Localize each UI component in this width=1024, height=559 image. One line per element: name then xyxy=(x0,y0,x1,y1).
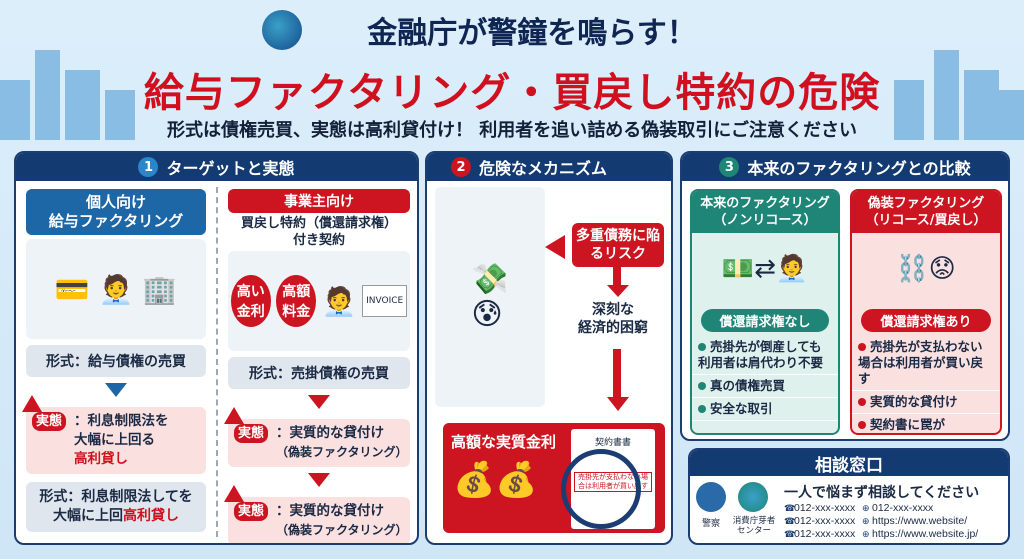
high-interest-box: 高額な実質金利 💰💰 契約書書 売掛先が支払わない場合は利用者が買い戻す xyxy=(443,423,665,533)
arrow-down-icon xyxy=(308,395,330,409)
web-list[interactable]: ⊕012-xxx-xxxx⊕https://www.website/⊕https… xyxy=(862,502,979,540)
multiple-debt-risk: 多重債務に陥るリスク xyxy=(572,223,664,267)
business-owner-illustration: 高い金利高額料金🧑‍💼INVOICE xyxy=(228,251,410,351)
section-comparison: 3 本来のファクタリングとの比較 本来のファクタリング（ノンリコース） 💵⇄🧑‍💼… xyxy=(680,151,1010,441)
personal-form: 形式：給与債権の売買 xyxy=(26,345,206,377)
police-icon xyxy=(696,482,726,512)
business-reality-1: 実態：実質的な貸付け（偽装ファクタリング） xyxy=(224,407,410,467)
globe-icon: ⊕ xyxy=(862,503,870,513)
arrow-down-icon xyxy=(105,383,127,397)
fake-factoring: 偽装ファクタリング（リコース/買戻し） ⛓️😟 償還請求権あり 売掛先が支払わな… xyxy=(850,189,1002,435)
subtitle: 形式は債権売買、実態は高利貸付け！ 利用者を追い詰める偽装取引にご注意ください xyxy=(167,120,857,141)
arrow-left-icon xyxy=(545,235,565,259)
economic-hardship: 深刻な経済的困窮 xyxy=(578,302,648,336)
recourse-pill: 償還請求権あり xyxy=(860,309,992,332)
section-number: 3 xyxy=(719,157,740,177)
section-target-reality: 1 ターゲットと実態 個人向け給与ファクタリング 💳 🧑‍💼 🏢 形式：給与債権の… xyxy=(14,151,419,545)
money-bags-icon: 💰💰 xyxy=(453,460,538,500)
arrow-down-icon xyxy=(308,473,330,487)
consult-title: 相談窓口 xyxy=(690,450,1008,476)
list-item: 売掛先が倒産しても利用者は肩代わり不要 xyxy=(692,336,838,375)
section-title: ターゲットと実態 xyxy=(166,159,295,178)
personal-form-2: 形式：利息制限法してを大幅に上回高利貸し xyxy=(26,482,206,532)
consumer-center-logo xyxy=(738,482,768,512)
list-item: 実質的な貸付け xyxy=(852,391,1000,414)
business-reality-2: 実態：実質的な貸付け（偽装ファクタリング） xyxy=(224,485,410,543)
personal-column: 個人向け給与ファクタリング 💳 🧑‍💼 🏢 形式：給与債権の売買 実態：利息制限… xyxy=(22,189,206,532)
list-item: 売掛先が支払わない場合は利用者が買い戻す xyxy=(852,336,1000,391)
genuine-factoring: 本来のファクタリング（ノンリコース） 💵⇄🧑‍💼 償還請求権なし 売掛先が倒産し… xyxy=(690,189,840,435)
headline: 金融庁が警鐘を鳴らす！ xyxy=(367,16,697,51)
business-title: 事業主向け xyxy=(228,189,410,213)
phone-icon: ☎ xyxy=(784,529,796,539)
consult-message: 一人で悩まず相談してください xyxy=(784,485,980,501)
main-title: 給与ファクタリング・買戻し特約の危険 xyxy=(143,70,881,116)
business-column: 事業主向け 買戻し特約（償還請求権）付き契約 高い金利高額料金🧑‍💼INVOIC… xyxy=(224,189,410,543)
worried-man-illustration: 💳 🧑‍💼 🏢 xyxy=(26,239,206,339)
chain-illustration: ⛓️😟 xyxy=(896,254,956,284)
warning-icon xyxy=(22,395,42,412)
consultation-panel: 相談窓口 警察 消費庁芽者センター 一人で悩まず相談してください ☎012-xx… xyxy=(688,448,1010,545)
section-mechanism: 2 危険なメカニズム 💸😰 多重債務に陥るリスク 深刻な経済的困窮 高額な実質金利… xyxy=(425,151,673,545)
debt-illustration: 💸😰 xyxy=(435,187,545,407)
section-header: 1 ターゲットと実態 xyxy=(16,153,417,181)
city-skyline-left xyxy=(0,20,230,140)
phone-icon: ☎ xyxy=(784,516,796,526)
fsa-logo xyxy=(262,10,302,50)
business-subtitle: 買戻し特約（償還請求権）付き契約 xyxy=(240,216,397,248)
section-title: 危険なメカニズム xyxy=(479,159,608,178)
section-number: 1 xyxy=(138,157,159,177)
section-number: 2 xyxy=(451,157,471,177)
money-exchange-illustration: 💵⇄🧑‍💼 xyxy=(721,254,809,284)
business-form: 形式：売掛債権の売買 xyxy=(228,357,410,389)
personal-reality: 実態：利息制限法を大幅に上回る高利貸し xyxy=(22,395,206,474)
city-skyline-right xyxy=(794,20,1024,140)
list-item: 真の債権売買 xyxy=(692,375,838,398)
list-item: 安全な取引 xyxy=(692,398,838,421)
list-item: 契約書に罠が xyxy=(852,414,1000,433)
no-recourse-pill: 償還請求権なし xyxy=(700,309,830,332)
globe-icon: ⊕ xyxy=(862,529,870,539)
phone-icon: ☎ xyxy=(784,503,796,513)
section-title: 本来のファクタリングとの比較 xyxy=(747,159,971,178)
phone-list: ☎012-xxx-xxxx☎012-xxx-xxxx☎012-xxx-xxxx xyxy=(784,502,856,540)
personal-title: 個人向け給与ファクタリング xyxy=(26,189,206,235)
magnifier-icon xyxy=(561,449,641,529)
globe-icon: ⊕ xyxy=(862,516,870,526)
